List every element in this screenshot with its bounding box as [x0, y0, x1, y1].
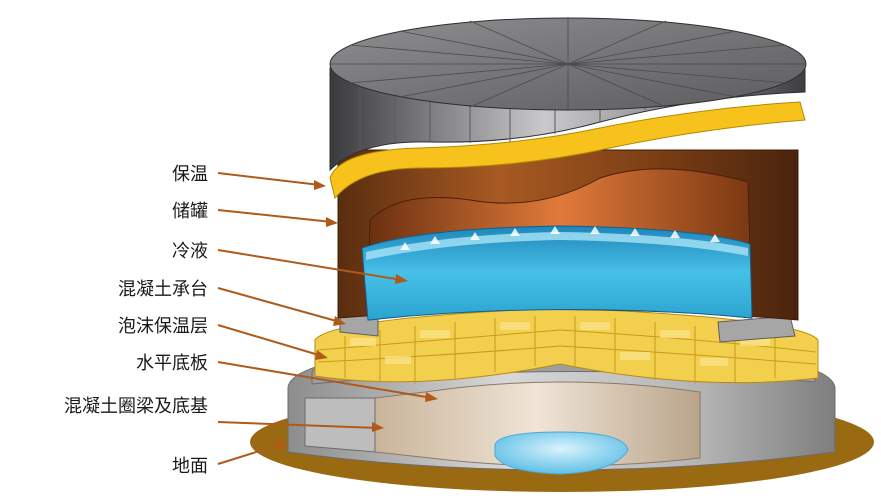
- leader-ground: [217, 443, 283, 465]
- label-ring-beam-foundation: 混凝土圈梁及底基: [64, 396, 208, 417]
- label-horizontal-base-plate: 水平底板: [136, 353, 208, 374]
- leader-insulation: [217, 172, 321, 186]
- label-concrete-platform: 混凝土承台: [118, 279, 208, 300]
- label-foam-insulation-layer: 泡沫保温层: [118, 316, 208, 337]
- label-tank: 储罐: [172, 201, 208, 222]
- leader-ring-beam: [217, 421, 379, 429]
- roof-spokes: [330, 18, 806, 110]
- leader-arrowheads: [276, 180, 438, 451]
- leader-base-plate: [217, 361, 433, 399]
- leader-lines: [217, 172, 433, 465]
- foam-insulation-layer: [314, 307, 819, 384]
- leader-foam: [217, 324, 323, 357]
- cold-liquid: [361, 225, 753, 321]
- liquid-surface: [366, 232, 748, 260]
- label-insulation: 保温: [172, 164, 208, 185]
- liquid-waves: [400, 226, 720, 250]
- label-ground: 地面: [172, 456, 208, 477]
- water-pocket: [494, 431, 629, 475]
- insulation-band: [329, 101, 806, 200]
- leader-concrete-platform: [217, 287, 341, 323]
- leader-tank: [217, 209, 333, 223]
- foundation-block-left: [304, 397, 376, 453]
- label-cold-liquid: 冷液: [172, 241, 208, 262]
- concrete-platform-right: [717, 315, 796, 343]
- leader-cold-liquid: [217, 249, 403, 281]
